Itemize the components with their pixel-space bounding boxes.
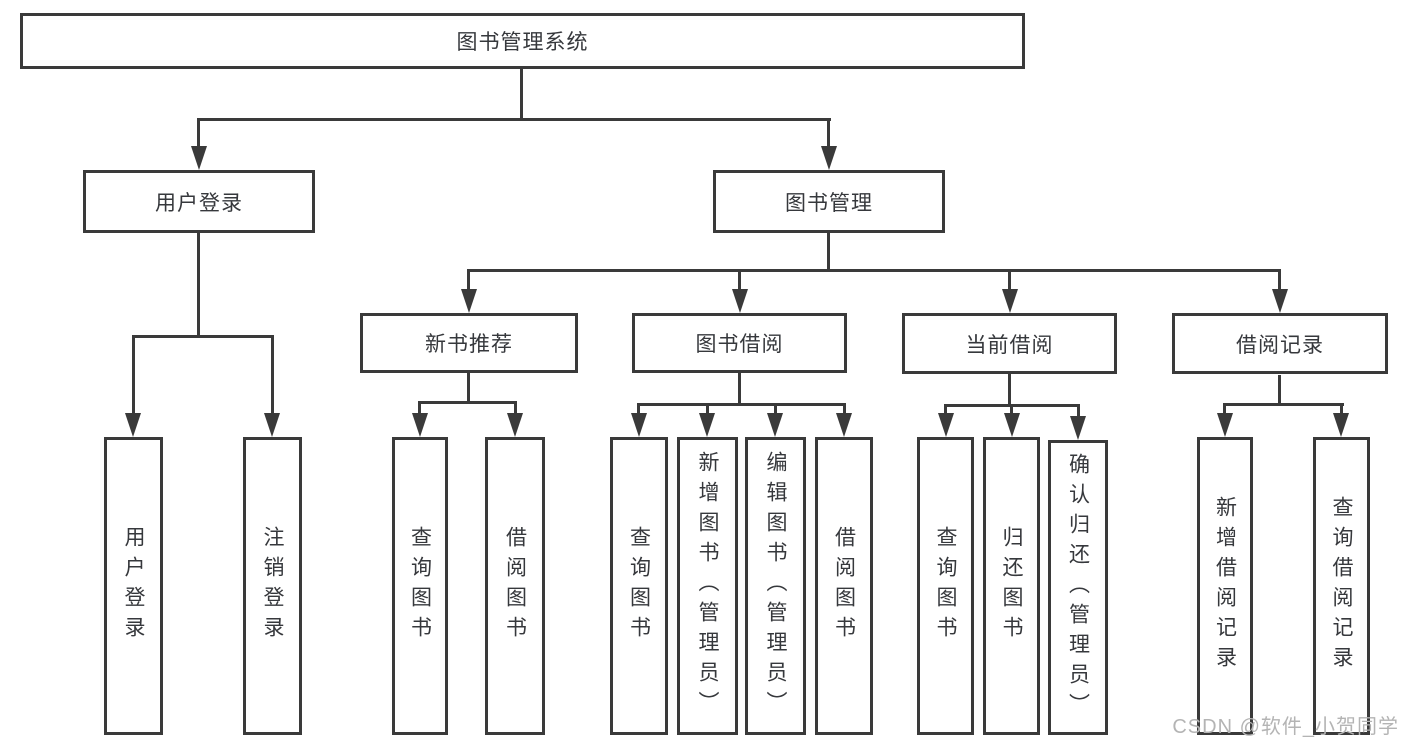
connector-line (738, 373, 741, 406)
connector-line (1077, 404, 1080, 417)
arrow-head (1272, 289, 1288, 313)
node-book-borrowing-label: 图书借阅 (695, 333, 784, 356)
connector-line (197, 233, 200, 337)
connector-line (706, 403, 709, 415)
leaf-bb-add-books-admin: 新增图书（管理员） (677, 437, 738, 735)
connector-line (1223, 403, 1226, 415)
arrow-head (767, 413, 783, 437)
leaf-br-query-record: 查询借阅记录 (1313, 437, 1370, 735)
connector-line (467, 373, 470, 404)
connector-line (132, 335, 274, 338)
node-root-library-system: 图书管理系统 (20, 13, 1025, 69)
leaf-cb-query-books: 查询图书 (917, 437, 974, 735)
node-new-book-recommend-label: 新书推荐 (425, 333, 513, 356)
connector-line (774, 403, 777, 415)
connector-line (827, 233, 830, 272)
leaf-br-add-record: 新增借阅记录 (1197, 437, 1253, 735)
leaf-cb-confirm-return-admin-label: 确认归还（管理员） (1066, 452, 1090, 723)
arrow-head (461, 289, 477, 313)
arrow-head (821, 146, 837, 170)
connector-line (1223, 403, 1344, 406)
node-user-login: 用户登录 (83, 170, 315, 233)
connector-line (1340, 403, 1343, 415)
leaf-nbr-query-books-label: 查询图书 (408, 526, 432, 646)
connector-line (1010, 404, 1013, 415)
connector-line (944, 404, 947, 415)
node-current-borrowing: 当前借阅 (902, 313, 1117, 374)
connector-line (418, 401, 421, 415)
leaf-nbr-query-books: 查询图书 (392, 437, 448, 735)
node-current-borrowing-label: 当前借阅 (965, 333, 1054, 357)
leaf-user-login: 用户登录 (104, 437, 163, 735)
arrow-head (938, 413, 954, 437)
connector-line (843, 403, 846, 415)
arrow-head (1333, 413, 1349, 437)
leaf-cb-query-books-label: 查询图书 (934, 526, 957, 646)
node-borrowing-records-label: 借阅记录 (1236, 333, 1324, 357)
leaf-logout-label: 注销登录 (261, 526, 284, 646)
leaf-bb-add-books-admin-label: 新增图书（管理员） (696, 451, 719, 721)
connector-line (132, 335, 135, 415)
leaf-br-add-record-label: 新增借阅记录 (1213, 496, 1237, 676)
arrow-head (631, 413, 647, 437)
connector-line (467, 269, 470, 291)
arrow-head (836, 413, 852, 437)
arrow-head (732, 289, 748, 313)
leaf-cb-return-books: 归还图书 (983, 437, 1040, 735)
arrow-head (699, 413, 715, 437)
leaf-nbr-borrow-books: 借阅图书 (485, 437, 545, 735)
csdn-watermark: CSDN @软件_小贺同学 (1172, 716, 1399, 738)
arrow-head (1217, 413, 1233, 437)
arrow-head (412, 413, 428, 437)
connector-line (520, 69, 523, 120)
leaf-nbr-borrow-books-label: 借阅图书 (503, 526, 527, 646)
leaf-bb-edit-books-admin-label: 编辑图书（管理员） (764, 451, 787, 721)
connector-line (514, 401, 517, 415)
connector-line (418, 401, 517, 404)
connector-line (1008, 269, 1011, 291)
leaf-bb-borrow-books-label: 借阅图书 (832, 526, 856, 646)
arrow-head (1004, 413, 1020, 437)
connector-line (197, 118, 200, 147)
connector-line (271, 335, 274, 415)
connector-line (827, 118, 830, 147)
arrow-head (1070, 416, 1086, 440)
connector-line (637, 403, 640, 415)
arrow-head (264, 413, 280, 437)
node-borrowing-records: 借阅记录 (1172, 313, 1388, 374)
leaf-br-query-record-label: 查询借阅记录 (1330, 496, 1353, 676)
arrow-head (191, 146, 207, 170)
connector-line (467, 269, 1281, 272)
node-root-label: 图书管理系统 (456, 31, 589, 54)
leaf-logout: 注销登录 (243, 437, 302, 735)
leaf-bb-query-books-label: 查询图书 (627, 526, 651, 646)
arrow-head (125, 413, 141, 437)
leaf-bb-borrow-books: 借阅图书 (815, 437, 873, 735)
node-new-book-recommend: 新书推荐 (360, 313, 578, 373)
leaf-bb-query-books: 查询图书 (610, 437, 668, 735)
node-book-borrowing: 图书借阅 (632, 313, 847, 373)
connector-line (1278, 375, 1281, 406)
leaf-cb-confirm-return-admin: 确认归还（管理员） (1048, 440, 1108, 735)
connector-line (1278, 269, 1281, 291)
connector-line (1008, 374, 1011, 407)
node-book-management-label: 图书管理 (785, 191, 873, 215)
connector-line (637, 403, 846, 406)
leaf-cb-return-books-label: 归还图书 (1000, 526, 1023, 646)
leaf-user-login-label: 用户登录 (122, 526, 145, 646)
arrow-head (507, 413, 523, 437)
connector-line (738, 269, 741, 291)
connector-line (197, 118, 831, 121)
arrow-head (1002, 289, 1018, 313)
node-user-login-label: 用户登录 (155, 191, 243, 215)
node-book-management: 图书管理 (713, 170, 945, 233)
leaf-bb-edit-books-admin: 编辑图书（管理员） (745, 437, 806, 735)
